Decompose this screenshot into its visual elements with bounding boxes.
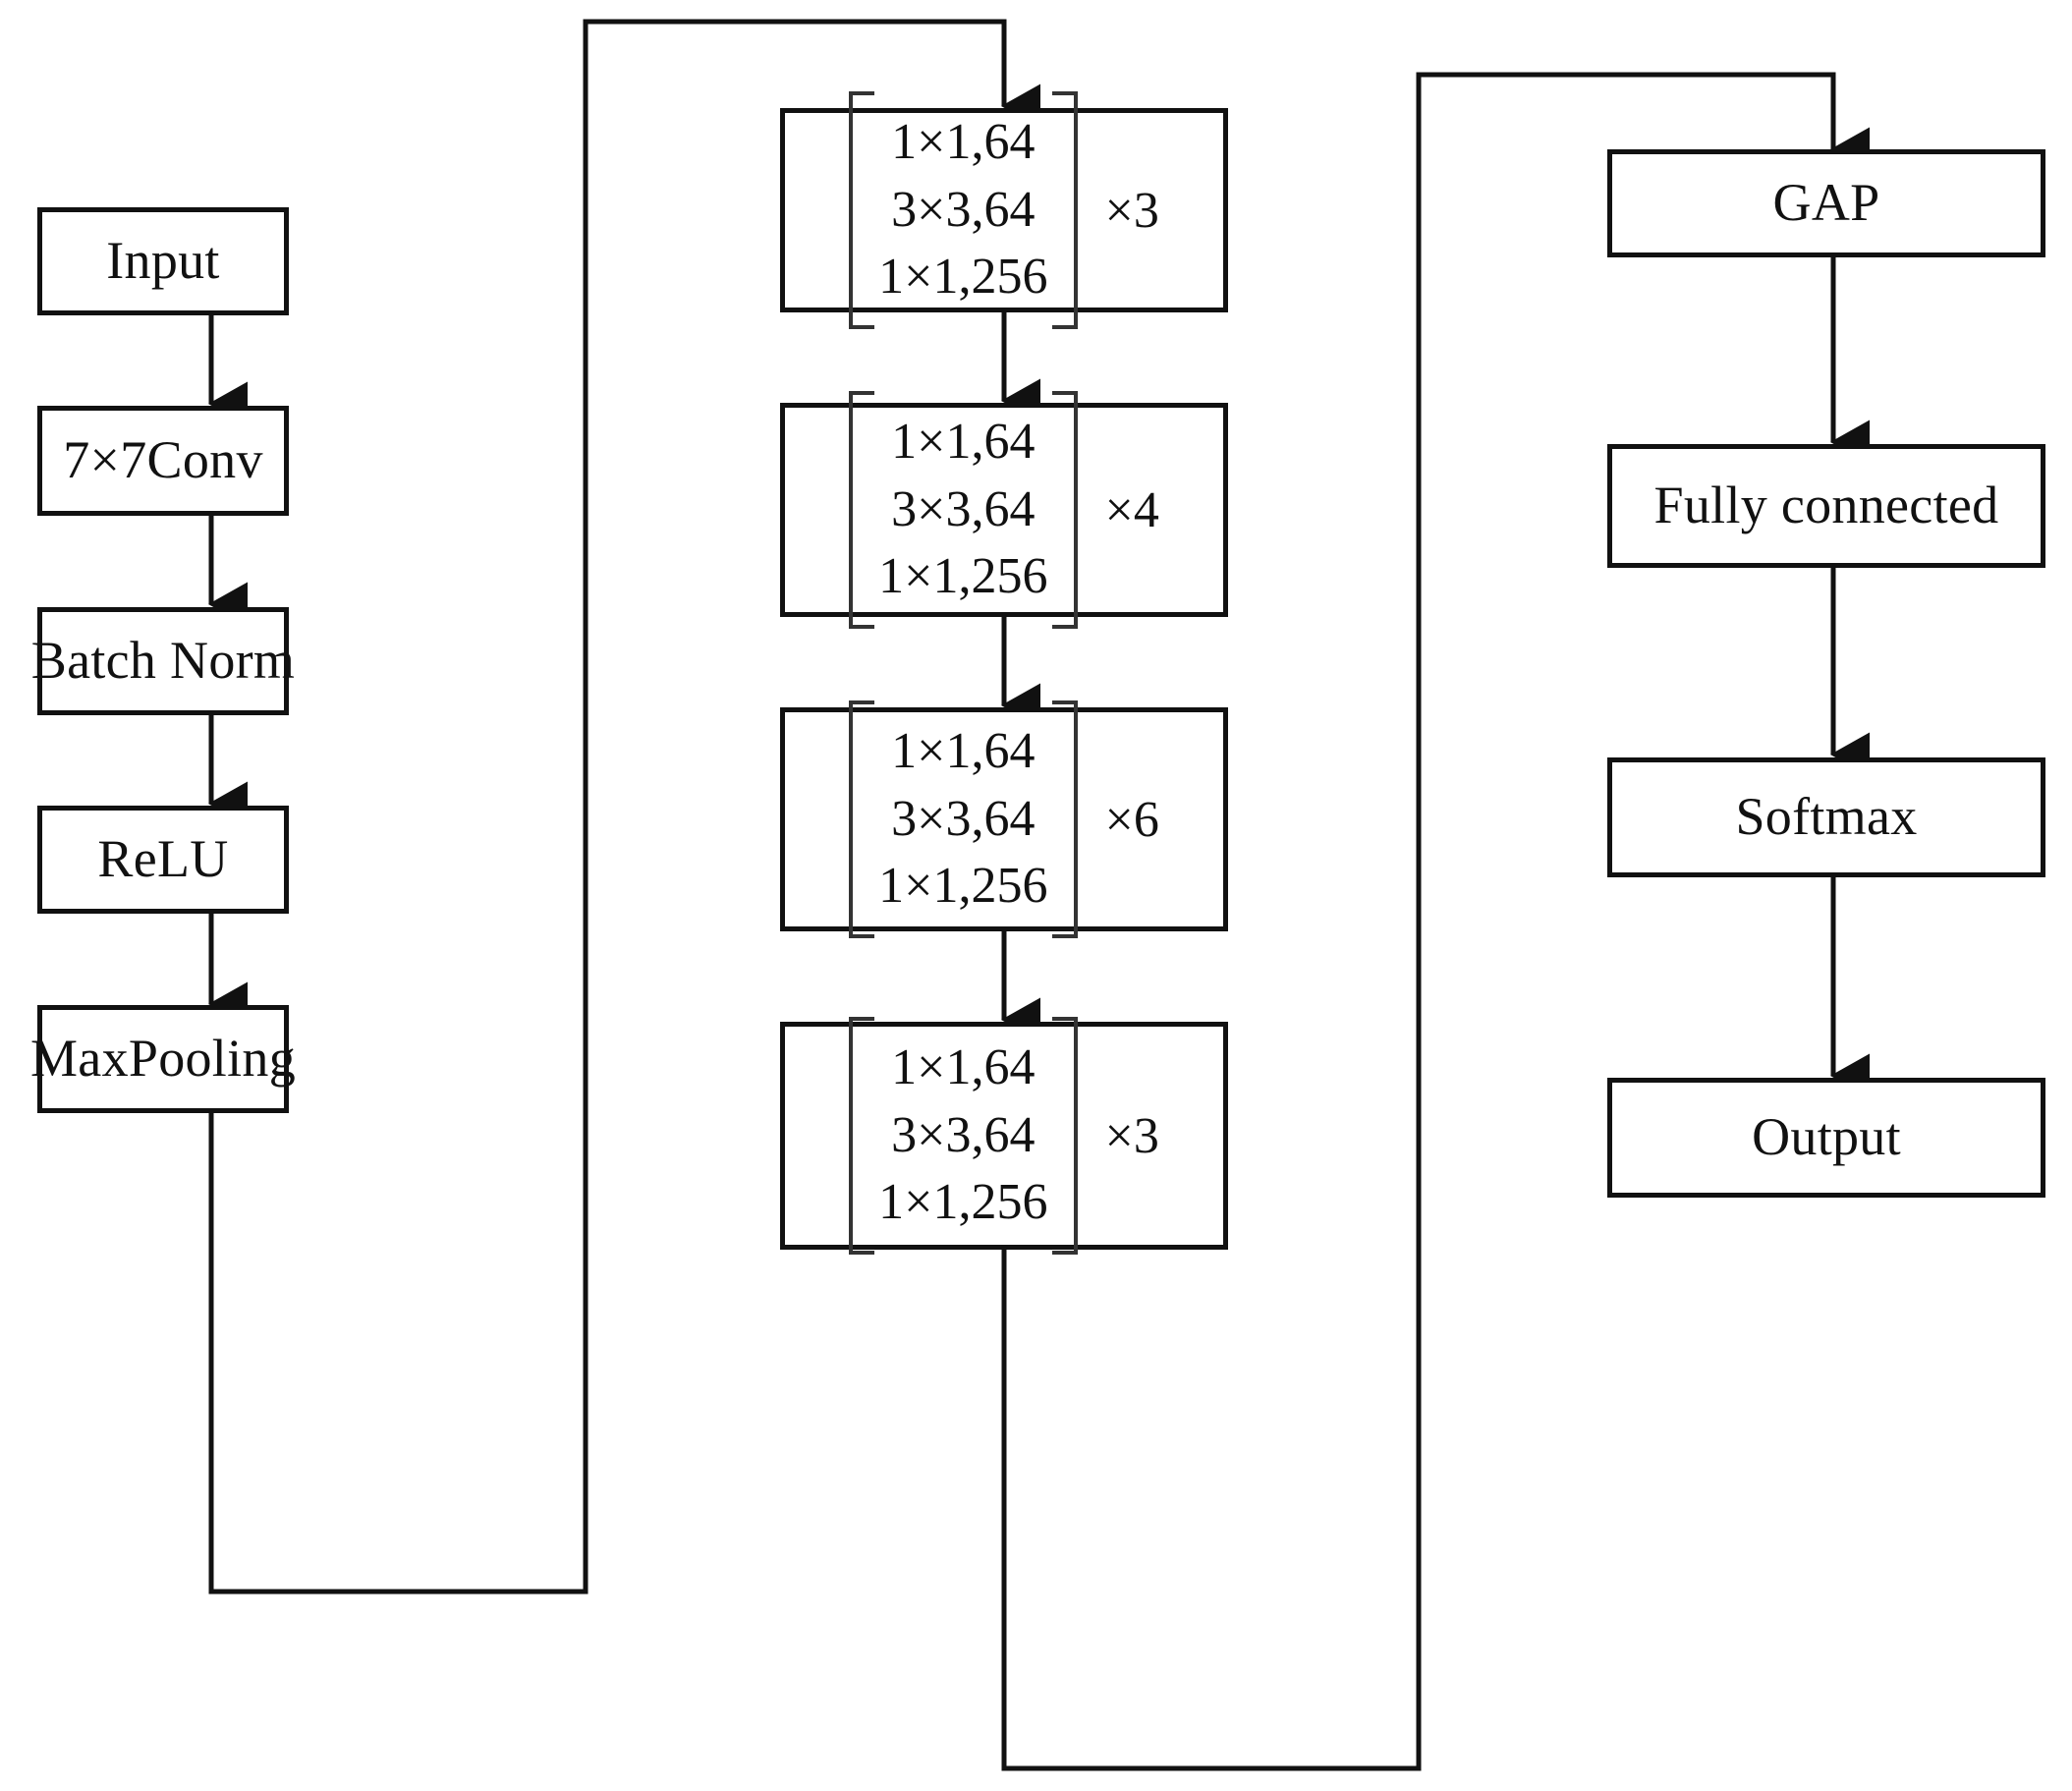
- node-maxpooling[interactable]: MaxPooling: [30, 1005, 296, 1113]
- matrix-row: 1×1,64: [891, 723, 1036, 780]
- matrix-row: 1×1,256: [878, 1174, 1048, 1231]
- node-input[interactable]: Input: [37, 207, 289, 315]
- matrix-row: 3×3,64: [891, 480, 1036, 537]
- node-softmax-label: Softmax: [1735, 787, 1918, 847]
- matrix-row: 1×1,64: [891, 414, 1036, 471]
- node-batch-norm[interactable]: Batch Norm: [31, 607, 295, 715]
- matrix-row: 1×1,64: [891, 114, 1036, 171]
- bracket-stage1: 1×1,64 3×3,64 1×1,256: [849, 91, 1078, 329]
- resblock-stage4[interactable]: 1×1,64 3×3,64 1×1,256 ×3: [780, 1017, 1228, 1255]
- resblock-stage1[interactable]: 1×1,64 3×3,64 1×1,256 ×3: [780, 91, 1228, 329]
- node-fully-connected-label: Fully connected: [1653, 476, 1999, 535]
- multiplier-stage1: ×3: [1104, 182, 1159, 239]
- node-relu-label: ReLU: [97, 829, 229, 889]
- matrix-row: 3×3,64: [891, 1106, 1036, 1163]
- matrix-row: 1×1,256: [878, 858, 1048, 915]
- resblock-stage1-inner: 1×1,64 3×3,64 1×1,256 ×3: [849, 91, 1159, 329]
- node-output[interactable]: Output: [1607, 1078, 2045, 1198]
- matrix-row: 1×1,256: [878, 548, 1048, 605]
- multiplier-stage3: ×6: [1104, 791, 1159, 848]
- node-batch-norm-label: Batch Norm: [30, 631, 296, 691]
- node-maxpooling-label: MaxPooling: [29, 1029, 297, 1089]
- resblock-stage2[interactable]: 1×1,64 3×3,64 1×1,256 ×4: [780, 391, 1228, 629]
- node-conv7x7[interactable]: 7×7Conv: [37, 406, 289, 516]
- bracket-stage3: 1×1,64 3×3,64 1×1,256: [849, 700, 1078, 938]
- multiplier-stage2: ×4: [1104, 481, 1159, 538]
- matrix-stage2: 1×1,64 3×3,64 1×1,256: [878, 409, 1047, 611]
- matrix-stage1: 1×1,64 3×3,64 1×1,256: [878, 109, 1047, 311]
- matrix-stage3: 1×1,64 3×3,64 1×1,256: [878, 718, 1047, 921]
- matrix-row: 1×1,64: [891, 1039, 1036, 1096]
- resblock-stage3-inner: 1×1,64 3×3,64 1×1,256 ×6: [849, 700, 1159, 938]
- resblock-stage2-inner: 1×1,64 3×3,64 1×1,256 ×4: [849, 391, 1159, 629]
- node-gap-label: GAP: [1772, 173, 1880, 233]
- bracket-stage2: 1×1,64 3×3,64 1×1,256: [849, 391, 1078, 629]
- node-relu[interactable]: ReLU: [37, 806, 289, 914]
- resblock-stage4-inner: 1×1,64 3×3,64 1×1,256 ×3: [849, 1017, 1159, 1255]
- matrix-row: 1×1,256: [878, 249, 1048, 306]
- node-conv7x7-label: 7×7Conv: [63, 430, 263, 490]
- node-softmax[interactable]: Softmax: [1607, 757, 2045, 877]
- node-output-label: Output: [1752, 1107, 1901, 1167]
- node-fully-connected[interactable]: Fully connected: [1607, 444, 2045, 568]
- multiplier-stage4: ×3: [1104, 1107, 1159, 1164]
- matrix-stage4: 1×1,64 3×3,64 1×1,256: [878, 1035, 1047, 1237]
- resblock-stage3[interactable]: 1×1,64 3×3,64 1×1,256 ×6: [780, 700, 1228, 938]
- node-gap[interactable]: GAP: [1607, 149, 2045, 257]
- node-input-label: Input: [106, 231, 220, 291]
- matrix-row: 3×3,64: [891, 790, 1036, 847]
- matrix-row: 3×3,64: [891, 181, 1036, 238]
- bracket-stage4: 1×1,64 3×3,64 1×1,256: [849, 1017, 1078, 1255]
